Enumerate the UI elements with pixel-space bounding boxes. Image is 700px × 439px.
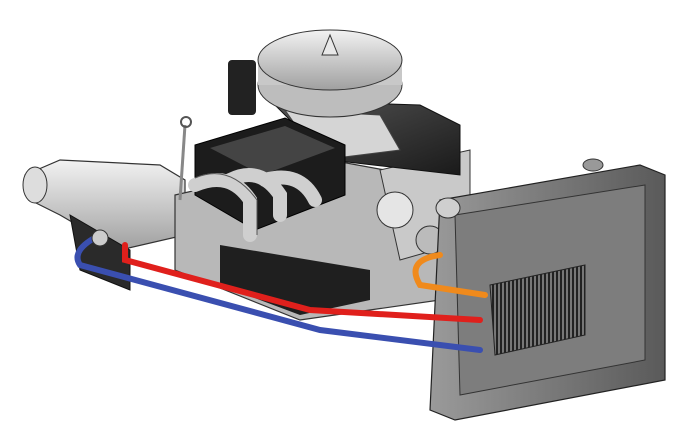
exhaust-headers — [188, 168, 322, 242]
air-cleaner — [257, 29, 403, 118]
transmission — [22, 159, 186, 291]
radiator — [429, 158, 666, 421]
radiator-cap — [582, 158, 604, 172]
oil-cooler — [489, 264, 586, 356]
dipstick — [178, 124, 187, 201]
hose-red — [122, 242, 483, 323]
distributor — [228, 60, 256, 115]
hose-orange — [412, 252, 488, 298]
